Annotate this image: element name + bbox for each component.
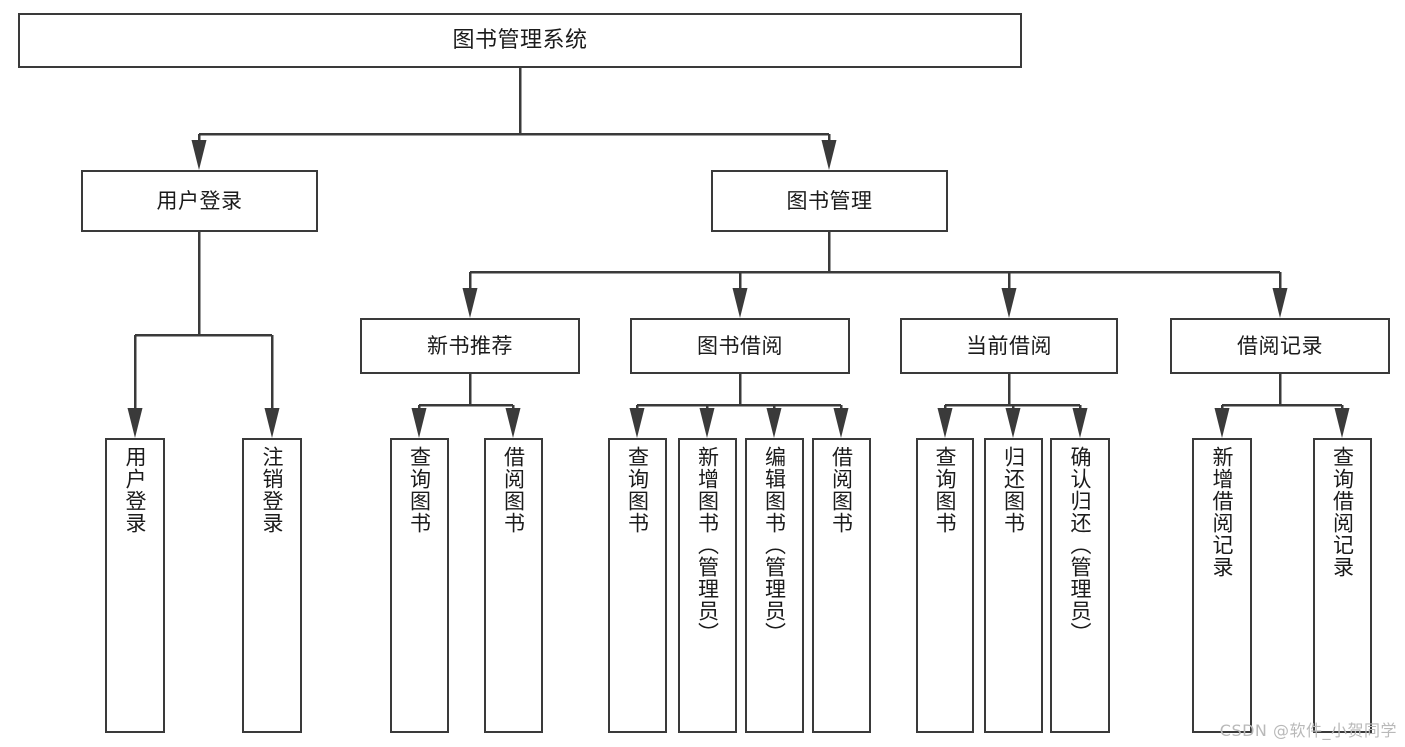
node-label: 新增借阅记录 <box>1210 446 1235 578</box>
node-label: 查询图书 <box>625 446 650 534</box>
node-label: 图书管理系统 <box>452 27 588 53</box>
node-label: 注销登录 <box>260 446 285 534</box>
node-leaf-add-borrow-record[interactable]: 新增借阅记录 <box>1192 438 1252 733</box>
node-label: 编辑图书（管理员） <box>762 446 787 644</box>
node-label: 新书推荐 <box>427 333 513 358</box>
node-leaf-query-borrow-record[interactable]: 查询借阅记录 <box>1313 438 1372 733</box>
node-leaf-borrow-book-rec[interactable]: 借阅图书 <box>484 438 543 733</box>
node-label: 用户登录 <box>123 446 148 534</box>
node-leaf-query-book-current[interactable]: 查询图书 <box>916 438 974 733</box>
node-label: 借阅图书 <box>829 446 854 534</box>
node-label: 归还图书 <box>1001 446 1026 534</box>
node-label: 用户登录 <box>156 188 243 213</box>
node-leaf-query-book-rec[interactable]: 查询图书 <box>390 438 449 733</box>
watermark-text: CSDN @软件_小贺同学 <box>1219 721 1397 740</box>
node-leaf-return-book[interactable]: 归还图书 <box>984 438 1043 733</box>
node-current-borrow[interactable]: 当前借阅 <box>900 318 1118 374</box>
node-borrow-record[interactable]: 借阅记录 <box>1170 318 1390 374</box>
node-label: 查询图书 <box>933 446 958 534</box>
node-user-login[interactable]: 用户登录 <box>81 170 318 232</box>
node-label: 借阅图书 <box>501 446 526 534</box>
node-label: 确认归还（管理员） <box>1068 446 1093 644</box>
node-label: 查询借阅记录 <box>1330 446 1355 578</box>
node-new-book-recommend[interactable]: 新书推荐 <box>360 318 580 374</box>
node-leaf-borrow-book[interactable]: 借阅图书 <box>812 438 871 733</box>
node-label: 借阅记录 <box>1237 333 1323 358</box>
node-label: 查询图书 <box>407 446 432 534</box>
node-label: 图书管理 <box>786 188 873 213</box>
node-leaf-add-book-admin[interactable]: 新增图书（管理员） <box>678 438 737 733</box>
node-leaf-user-login[interactable]: 用户登录 <box>105 438 165 733</box>
node-label: 当前借阅 <box>966 333 1052 358</box>
node-book-borrow[interactable]: 图书借阅 <box>630 318 850 374</box>
node-label: 图书借阅 <box>697 333 783 358</box>
node-leaf-query-book-borrow[interactable]: 查询图书 <box>608 438 667 733</box>
node-label: 新增图书（管理员） <box>695 446 720 644</box>
node-leaf-user-logout[interactable]: 注销登录 <box>242 438 302 733</box>
node-leaf-edit-book-admin[interactable]: 编辑图书（管理员） <box>745 438 804 733</box>
node-book-manage[interactable]: 图书管理 <box>711 170 948 232</box>
node-root-book-management-system[interactable]: 图书管理系统 <box>18 13 1022 68</box>
node-leaf-confirm-return-admin[interactable]: 确认归还（管理员） <box>1050 438 1110 733</box>
